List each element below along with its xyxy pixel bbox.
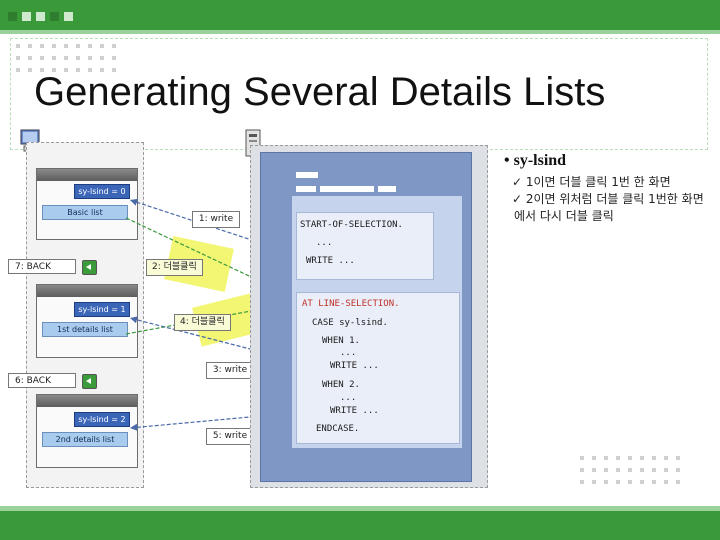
back-arrow-icon — [82, 260, 97, 275]
code-line: CASE sy-lsind. — [312, 318, 388, 328]
first-details-screen — [36, 284, 138, 358]
top-stripe — [0, 30, 720, 34]
code-line: START-OF-SELECTION. — [300, 220, 403, 230]
step-5-write-label: 5: write — [206, 428, 254, 445]
code-line: ... — [340, 348, 357, 358]
step-7-back-label: 7: BACK — [8, 259, 76, 274]
step-6-back-label: 6: BACK — [8, 373, 76, 388]
header-square — [36, 12, 45, 21]
code-line: WRITE ... — [330, 406, 379, 416]
page-title: Generating Several Details Lists — [34, 70, 606, 114]
program-header-bar — [296, 186, 316, 192]
basic-list-screen — [36, 168, 138, 240]
at-line-selection-block — [296, 292, 460, 444]
note-item: ✓ 1이면 더블 클릭 1번 한 화면 — [512, 175, 671, 189]
step-2-double-click-label: 2: 더블클릭 — [146, 259, 203, 276]
code-line: AT LINE-SELECTION. — [302, 299, 400, 309]
header-square — [8, 12, 17, 21]
code-line: WHEN 2. — [322, 380, 360, 390]
notes-heading: • sy-lsind — [504, 152, 567, 169]
back-arrow-icon — [82, 374, 97, 389]
header-square — [64, 12, 73, 21]
basic-list-field: Basic list — [42, 205, 128, 220]
step-1-write-label: 1: write — [192, 211, 240, 228]
code-line: WHEN 1. — [322, 336, 360, 346]
notes-panel: • sy-lsind ✓ 1이면 더블 클릭 1번 한 화면 ✓ 2이면 위처럼… — [504, 152, 709, 225]
first-details-field: 1st details list — [42, 322, 128, 337]
second-details-field: 2nd details list — [42, 432, 128, 447]
note-item: ✓ 2이면 위처럼 더블 클릭 1번한 화면에서 다시 더블 클릭 — [512, 192, 704, 223]
program-header-bar — [378, 186, 396, 192]
code-line: ENDCASE. — [316, 424, 360, 434]
program-header-bar — [296, 172, 318, 178]
code-line: ... — [340, 393, 357, 403]
bottom-bar — [0, 511, 720, 540]
top-bar — [0, 0, 720, 30]
header-square — [50, 12, 59, 21]
code-line: WRITE ... — [330, 361, 379, 371]
code-line: ... — [316, 238, 333, 248]
sy-lsind-2-tag: sy-lsind = 2 — [74, 412, 130, 427]
sy-lsind-0-tag: sy-lsind = 0 — [74, 184, 130, 199]
header-square — [22, 12, 31, 21]
bottom-stripe — [0, 506, 720, 511]
sy-lsind-1-tag: sy-lsind = 1 — [74, 302, 130, 317]
second-details-screen — [36, 394, 138, 468]
step-3-write-label: 3: write — [206, 362, 254, 379]
code-line: WRITE ... — [306, 256, 355, 266]
step-4-double-click-label: 4: 더블클릭 — [174, 314, 231, 331]
start-of-selection-block — [296, 212, 434, 280]
program-header-bar — [320, 186, 374, 192]
